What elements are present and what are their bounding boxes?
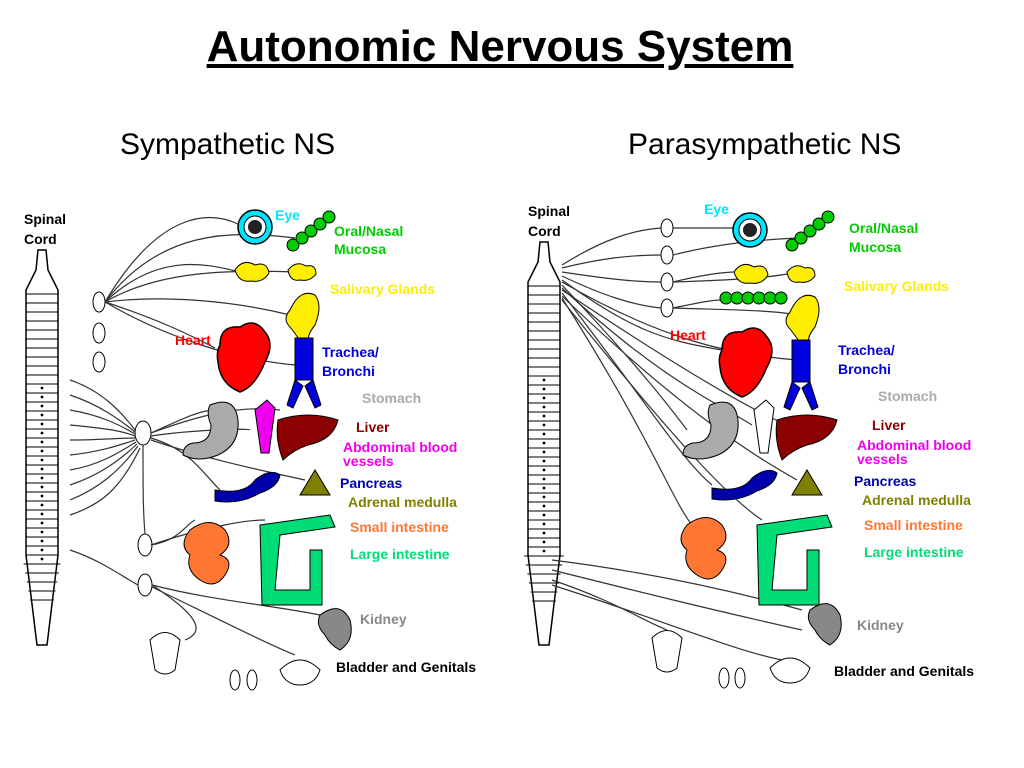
liver-icon — [775, 414, 838, 461]
abdominal-vessels-icon — [254, 399, 276, 454]
stomach-label: Stomach — [878, 388, 937, 404]
salivary-glands-icon — [234, 261, 320, 348]
kidney-label: Kidney — [857, 617, 904, 633]
stomach-label: Stomach — [362, 390, 421, 406]
oral-nasal-mucosa-icon — [286, 210, 336, 252]
bladder-label: Bladder and Genitals — [834, 663, 974, 679]
spinal-cord-label-line1: Spinal — [24, 211, 66, 227]
kidney-label: Kidney — [360, 611, 407, 627]
eye-icon — [732, 212, 768, 248]
spinal-cord-label-line2: Cord — [528, 223, 561, 239]
bladder-genitals-icon — [149, 632, 321, 691]
heart-icon — [718, 327, 773, 398]
oral-nasal-mucosa-icon — [719, 210, 835, 305]
eye-label: Eye — [275, 207, 300, 223]
spinal-cord — [23, 249, 61, 646]
kidney-icon — [807, 603, 842, 646]
large-intestine-label: Large intestine — [350, 546, 450, 562]
oral-nasal-label-1: Oral/Nasal — [334, 223, 403, 239]
spinal-cord-label-line2: Cord — [24, 231, 57, 247]
stomach-icon — [682, 401, 739, 460]
sympathetic-heading: Sympathetic NS — [120, 128, 336, 161]
adrenal-icon — [791, 469, 823, 496]
parasympathetic-diagram: Spinal Cord — [524, 201, 974, 689]
heart-label: Heart — [670, 327, 706, 343]
salivary-label: Salivary Glands — [844, 278, 949, 294]
pancreas-label: Pancreas — [340, 475, 402, 491]
abdominal-label-2: vessels — [343, 453, 394, 469]
small-intestine-icon — [183, 522, 230, 585]
abdominal-vessels-icon — [753, 399, 775, 454]
sympathetic-diagram: Spinal Cord — [23, 207, 476, 691]
small-intestine-icon — [680, 517, 727, 580]
liver-icon — [276, 414, 339, 461]
sympathetic-nerves — [69, 217, 321, 656]
trachea-bronchi-icon — [286, 337, 322, 409]
oral-nasal-label-2: Mucosa — [334, 241, 386, 257]
liver-label: Liver — [356, 419, 390, 435]
trachea-label-2: Bronchi — [322, 363, 375, 379]
page-title: Autonomic Nervous System — [206, 22, 794, 71]
heart-label: Heart — [175, 332, 211, 348]
bladder-label: Bladder and Genitals — [336, 659, 476, 675]
adrenal-label: Adrenal medulla — [348, 494, 457, 510]
trachea-bronchi-icon — [783, 339, 819, 411]
parasympathetic-heading: Parasympathetic NS — [628, 128, 902, 161]
salivary-label: Salivary Glands — [330, 281, 435, 297]
trachea-label-1: Trachea/ — [838, 342, 895, 358]
eye-icon — [237, 209, 273, 245]
abdominal-label-1: Abdominal blood — [343, 439, 457, 455]
oral-nasal-label-2: Mucosa — [849, 239, 901, 255]
large-intestine-icon — [259, 514, 336, 606]
adrenal-label: Adrenal medulla — [862, 492, 971, 508]
stomach-icon — [182, 401, 239, 460]
spinal-cord-label-line1: Spinal — [528, 203, 570, 219]
abdominal-label-1: Abdominal blood — [857, 437, 971, 453]
liver-label: Liver — [872, 417, 906, 433]
salivary-glands-icon — [733, 263, 820, 350]
abdominal-label-2: vessels — [857, 451, 908, 467]
parasympathetic-ganglia — [660, 218, 674, 318]
trachea-label-2: Bronchi — [838, 361, 891, 377]
heart-icon — [216, 322, 271, 393]
small-intestine-label: Small intestine — [350, 519, 449, 535]
kidney-icon — [317, 608, 352, 651]
oral-nasal-label-1: Oral/Nasal — [849, 220, 918, 236]
trachea-label-1: Trachea/ — [322, 344, 379, 360]
small-intestine-label: Small intestine — [864, 517, 963, 533]
large-intestine-label: Large intestine — [864, 544, 964, 560]
pancreas-label: Pancreas — [854, 473, 916, 489]
spinal-cord — [524, 241, 564, 646]
large-intestine-icon — [756, 514, 833, 606]
pancreas-icon — [711, 469, 778, 501]
bladder-genitals-icon — [651, 630, 811, 689]
eye-label: Eye — [704, 201, 729, 217]
adrenal-icon — [299, 469, 331, 496]
pancreas-icon — [214, 471, 281, 503]
